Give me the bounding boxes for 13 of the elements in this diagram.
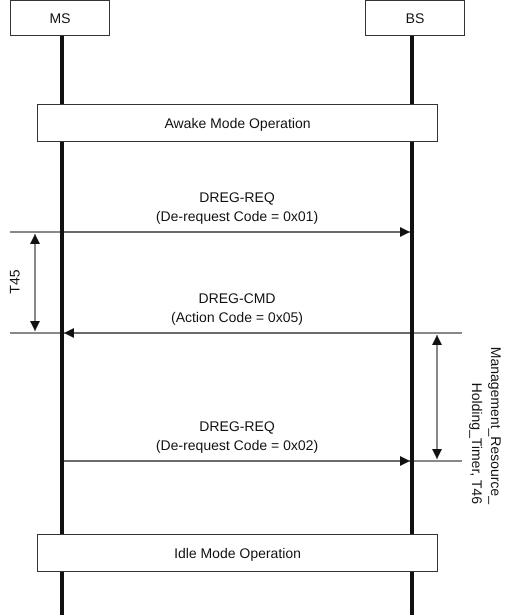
node-label: MS	[50, 10, 70, 26]
participant-box	[10, 0, 110, 36]
timer-label: T45	[6, 268, 24, 296]
participant-box	[365, 0, 465, 36]
message-arrow	[64, 456, 410, 466]
operation-band	[37, 534, 438, 572]
node-label: Awake Mode Operation	[164, 115, 311, 131]
node-label: BS	[406, 10, 424, 26]
node-label: Idle Mode Operation	[174, 545, 301, 561]
message-arrow	[64, 227, 410, 237]
timer-label: Management_Resource_ Holding_Timer, T46	[468, 346, 505, 504]
message-arrow	[64, 328, 410, 338]
operation-band	[37, 104, 438, 142]
